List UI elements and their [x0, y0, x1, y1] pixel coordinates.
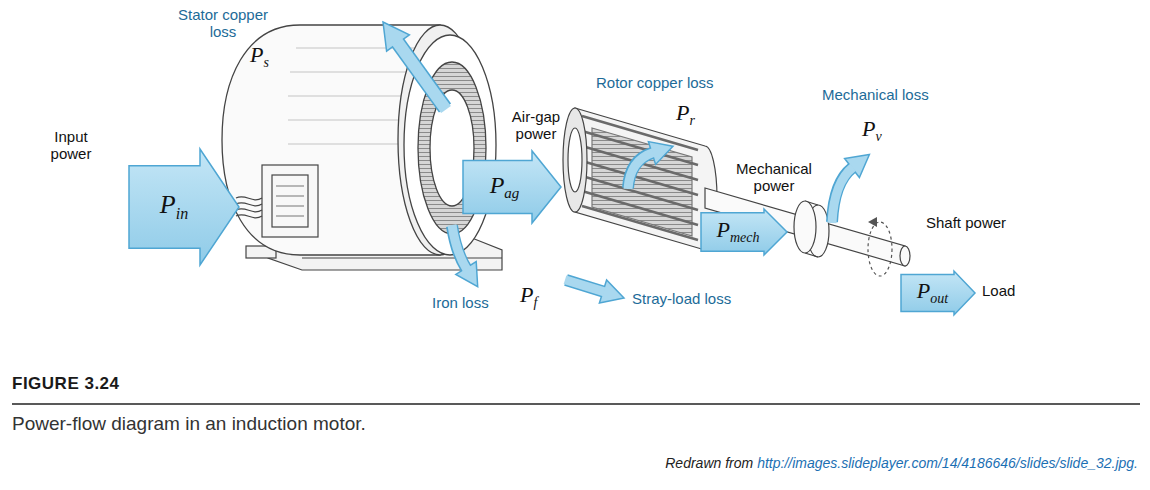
arrow-shape: [901, 271, 975, 315]
power-subscript: f: [533, 295, 537, 310]
squirrel-cage-rotor: [582, 116, 698, 240]
terminal-box: [262, 165, 318, 237]
loss-arrow: [832, 155, 869, 224]
motor-shaft: [794, 201, 816, 253]
power-symbol-group: Ps: [250, 42, 269, 71]
squirrel-cage-rotor: [575, 108, 717, 250]
power-subscript: s: [263, 55, 268, 70]
supply-cable: [236, 209, 262, 212]
power-symbol-group: Pr: [676, 100, 695, 129]
terminal-box: [272, 175, 308, 227]
power-symbol-group: Pf: [520, 282, 537, 311]
supply-cable: [236, 203, 262, 206]
loss-arrow: [452, 225, 478, 287]
load-label: Load: [982, 282, 1015, 299]
source-link: http://images.slideplayer.com/14/4186646…: [757, 455, 1138, 471]
arrow-shape: [701, 209, 787, 255]
figure-number: FIGURE 3.24: [12, 374, 120, 394]
loss-label: Rotor copper loss: [596, 74, 714, 91]
power-symbol: P: [717, 217, 730, 242]
power-label: Input power: [38, 128, 104, 163]
arrow-text-area: Pin: [128, 148, 220, 266]
loss-arrow: [383, 22, 446, 110]
motor-shaft: [900, 246, 910, 266]
power-flow-arrow: Pag: [462, 150, 562, 224]
arrow-text-area: Pag: [462, 150, 547, 224]
power-label: Mechanical power: [728, 160, 820, 195]
arrow-text: Pout: [917, 279, 948, 306]
source-note: Redrawn fromhttp://images.slideplayer.co…: [665, 455, 1138, 471]
loss-arrow: [452, 225, 467, 269]
supply-cable: [236, 197, 262, 218]
power-subscript: in: [176, 205, 188, 222]
loss-arrow: [628, 142, 673, 189]
arrow-text: Pmech: [717, 218, 760, 245]
source-text: Redrawn from: [665, 455, 753, 471]
power-subscript: ag: [504, 185, 519, 201]
supply-cable: [236, 197, 262, 200]
terminal-box: [262, 165, 318, 237]
arrow-text: Pag: [490, 172, 520, 202]
loss-label: Stray-load loss: [632, 290, 731, 307]
arrow-text-area: Pout: [900, 270, 965, 316]
arrow-text-area: Pmech: [700, 208, 776, 256]
power-label: Air-gap power: [506, 108, 566, 143]
power-flow-arrow: Pmech: [700, 208, 788, 256]
power-subscript: v: [875, 129, 881, 144]
terminal-box: [276, 186, 304, 216]
loss-arrow: [832, 167, 853, 223]
loss-label: Mechanical loss: [822, 86, 929, 103]
squirrel-cage-rotor: [563, 108, 587, 212]
power-symbol: P: [160, 190, 176, 219]
power-flow-arrow: Pin: [128, 148, 240, 266]
power-symbol: P: [917, 278, 930, 303]
power-flow-arrow: Pout: [900, 270, 976, 316]
power-subscript: r: [689, 113, 694, 128]
loss-arrow: [397, 42, 446, 110]
rule-line: [12, 403, 1140, 405]
power-symbol: P: [520, 282, 533, 307]
power-label: Shaft power: [926, 214, 1006, 231]
power-subscript: mech: [730, 230, 760, 245]
rotation-indicator: [868, 222, 892, 276]
squirrel-cage-rotor: [563, 108, 717, 250]
arrow-shape: [463, 151, 561, 223]
power-symbol-group: Pv: [862, 116, 882, 145]
arrow-text: Pin: [160, 191, 188, 222]
rotation-indicator: [868, 217, 877, 227]
loss-arrow: [565, 280, 624, 303]
motor-base: [302, 257, 502, 258]
loss-arrow: [628, 153, 653, 190]
power-symbol: P: [676, 100, 689, 125]
squirrel-cage-rotor: [568, 128, 582, 192]
power-symbol: P: [862, 116, 875, 141]
rotation-indicator: [868, 217, 892, 276]
loss-arrow: [565, 280, 604, 292]
supply-cable: [236, 215, 262, 218]
power-symbol: P: [250, 42, 263, 67]
loss-label: Stator copper loss: [166, 6, 280, 41]
loss-label: Iron loss: [432, 294, 489, 311]
power-subscript: out: [930, 291, 948, 306]
power-symbol: P: [490, 172, 505, 198]
motor-housing: [222, 25, 496, 255]
arrow-shape: [129, 149, 239, 265]
figure-caption: Power-flow diagram in an induction motor…: [12, 413, 366, 435]
